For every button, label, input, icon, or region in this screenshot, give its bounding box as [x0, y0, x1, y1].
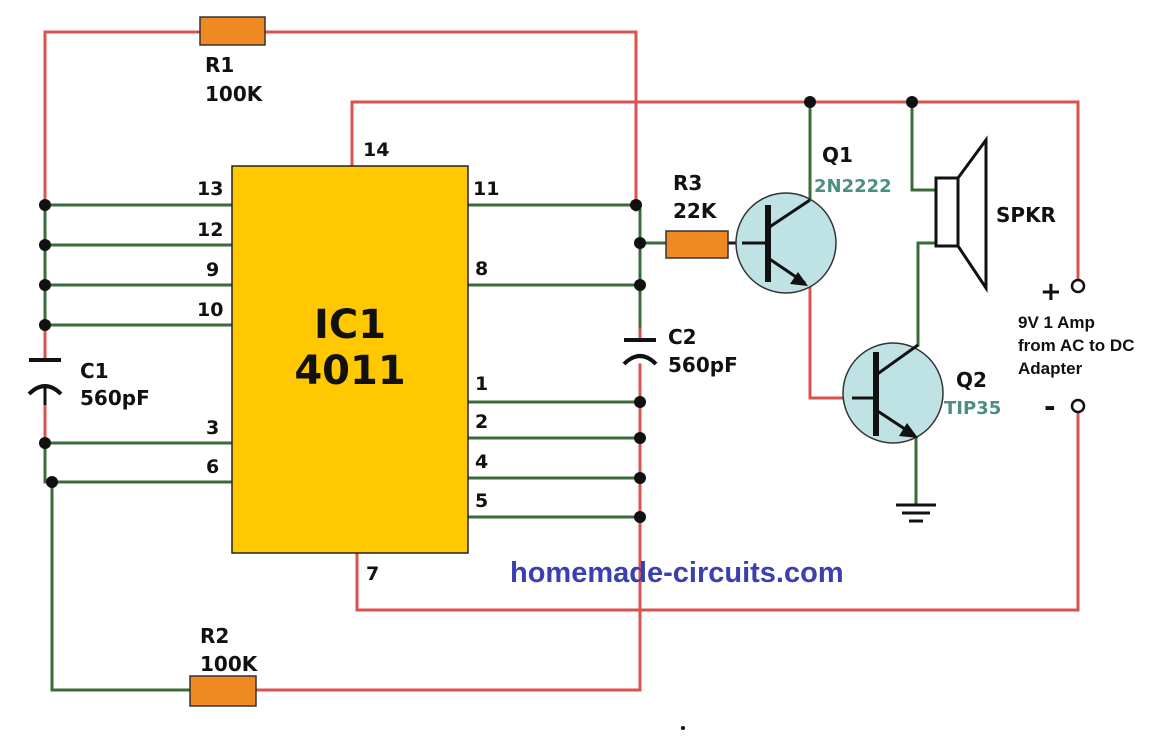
wire-spkr-bottom [916, 241, 938, 347]
stray-dot [681, 726, 685, 730]
pin-label-9: 9 [206, 259, 219, 281]
speaker: SPKR [934, 135, 1056, 293]
speaker-cone-icon [956, 135, 988, 293]
r1-body [199, 16, 266, 46]
ic1: IC1 4011 [231, 165, 469, 554]
junction [634, 237, 646, 249]
pin-label-13: 13 [197, 178, 223, 200]
r1-value: 100K [205, 82, 264, 106]
junction [634, 396, 646, 408]
positive-terminal-icon [1070, 278, 1086, 294]
ic1-name: IC1 [314, 302, 386, 348]
power-note-line1: 9V 1 Amp [1018, 313, 1095, 332]
pin-label-4: 4 [475, 451, 488, 473]
junction [634, 279, 646, 291]
pin-label-5: 5 [475, 490, 488, 512]
r2-body [189, 675, 257, 707]
pin-label-3: 3 [206, 417, 219, 439]
junction [634, 432, 646, 444]
positive-sign: + [1040, 277, 1062, 307]
q2-body [842, 342, 944, 444]
resistor-r3: R3 22K [665, 171, 729, 259]
wire-q1-emitter [808, 283, 854, 400]
power-input: + - 9V 1 Amp from AC to DC Adapter [1018, 277, 1134, 423]
wire-r2-left [50, 478, 192, 692]
speaker-magnet [934, 176, 960, 248]
c1-name: C1 [80, 359, 109, 383]
junction [804, 96, 816, 108]
wire-ground-rail [355, 408, 1080, 612]
power-note-line3: Adapter [1018, 359, 1083, 378]
c2-name: C2 [668, 325, 697, 349]
transistor-q1: Q1 2N2222 [735, 143, 892, 294]
wire-supply-rail [350, 100, 1080, 292]
transistor-q2: Q2 TIP35 [842, 342, 1001, 444]
q1-collector [767, 198, 811, 230]
junction-dots [39, 96, 918, 523]
ic1-part: 4011 [294, 348, 405, 394]
r2-value: 100K [200, 652, 259, 676]
pin-label-11: 11 [473, 178, 499, 200]
pin-label-6: 6 [206, 456, 219, 478]
ground-icon [896, 503, 936, 523]
resistor-r2: R2 100K [189, 624, 259, 707]
pin-label-2: 2 [475, 411, 488, 433]
c1-value: 560pF [80, 386, 150, 410]
q1-arrow-icon [790, 272, 808, 286]
junction [39, 239, 51, 251]
r3-value: 22K [673, 199, 718, 223]
junction [634, 472, 646, 484]
junction [39, 437, 51, 449]
c2-plate-bottom [622, 354, 658, 366]
ic1-pin-labels: 14 13 12 9 10 3 6 11 8 1 2 4 5 7 [197, 139, 499, 585]
capacitor-c1: C1 560pF [27, 358, 150, 410]
pin-label-14: 14 [363, 139, 389, 161]
power-note-line2: from AC to DC [1018, 336, 1134, 355]
junction [630, 199, 642, 211]
r2-name: R2 [200, 624, 229, 648]
q1-part: 2N2222 [814, 176, 892, 197]
r3-name: R3 [673, 171, 702, 195]
watermark: homemade-circuits.com [510, 557, 844, 589]
pin-label-7: 7 [366, 563, 379, 585]
c2-value: 560pF [668, 353, 738, 377]
resistor-r1: R1 100K [199, 16, 266, 106]
ic1-body [231, 165, 469, 554]
q1-name: Q1 [822, 143, 853, 167]
junction [906, 96, 918, 108]
pin-label-1: 1 [475, 373, 488, 395]
wire-spkr-top [910, 100, 938, 192]
q2-arrow-icon [899, 423, 918, 438]
negative-sign: - [1044, 390, 1056, 423]
q2-part: TIP35 [944, 398, 1001, 419]
negative-terminal-icon [1070, 398, 1086, 414]
junction [46, 476, 58, 488]
q1-body [735, 192, 837, 294]
pin-label-8: 8 [475, 258, 488, 280]
r1-name: R1 [205, 53, 234, 77]
q2-collector [875, 343, 919, 377]
r3-body [665, 230, 729, 259]
junction [39, 319, 51, 331]
q2-name: Q2 [956, 368, 987, 392]
junction [39, 199, 51, 211]
capacitor-c2: C2 560pF [622, 325, 738, 377]
junction [39, 279, 51, 291]
pin-label-10: 10 [197, 299, 223, 321]
pin-label-12: 12 [197, 219, 223, 241]
junction [634, 511, 646, 523]
wire-r1-right [263, 30, 638, 212]
speaker-label: SPKR [996, 203, 1056, 227]
